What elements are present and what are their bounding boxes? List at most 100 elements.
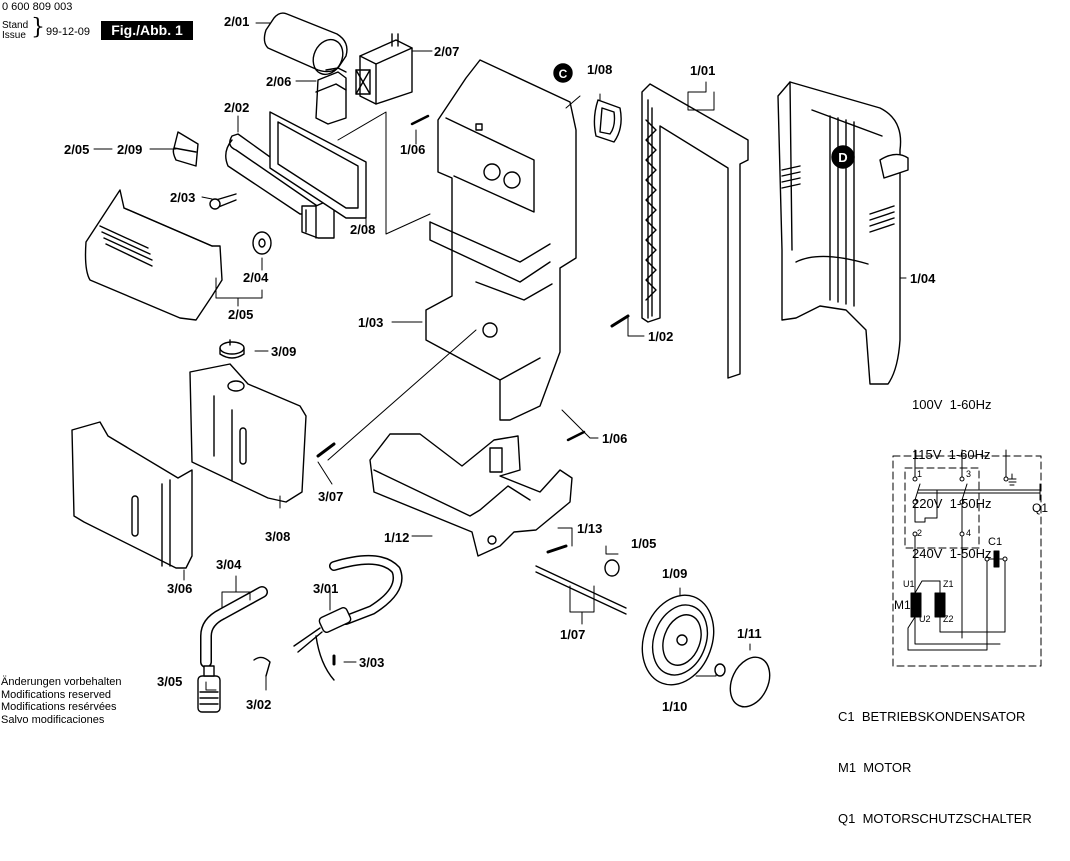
- exploded-parts-diagram: 0 600 809 003 Stand Issue } 99-12-09 Fig…: [1, 1, 1049, 826]
- gasket-part-2-08: [269, 111, 367, 219]
- u1-label: U1: [903, 579, 915, 589]
- leader-lines: [93, 22, 907, 691]
- voltage-table: 100V 1-60Hz 115V 1-60Hz 220V 1-50Hz 240V…: [912, 364, 992, 595]
- screw-part-1-06a: [410, 114, 430, 126]
- voltage-row: 220V 1-50Hz: [912, 496, 992, 511]
- voltage-row: 100V 1-60Hz: [912, 397, 992, 412]
- clip-part-2-09: [172, 131, 199, 167]
- part-label-1-11: 1/11: [737, 626, 762, 641]
- issue-date: 99-12-09: [46, 26, 91, 38]
- cover-part-2-05: [84, 189, 223, 321]
- part-label-2-08: 2/08: [350, 222, 376, 237]
- part-label-1-05: 1/05: [631, 536, 657, 551]
- marker-c-label: C: [559, 67, 568, 81]
- part-label-3-05: 3/05: [157, 674, 183, 689]
- cap-part-3-09: [219, 339, 245, 359]
- button-part-2-06: [315, 67, 347, 125]
- pin-part-1-13: [546, 544, 568, 554]
- part-label-1-13: 1/13: [577, 521, 603, 536]
- tank-part-3-08: [189, 363, 307, 503]
- part-label-2-07: 2/07: [434, 44, 460, 59]
- nut-part-1-05: [604, 559, 620, 577]
- part-label-3-02: 3/02: [246, 697, 272, 712]
- washer-part-1-10: [714, 663, 726, 677]
- wiring-schematic: [892, 449, 1042, 667]
- z2-label: Z2: [943, 614, 954, 624]
- part-label-1-02: 1/02: [648, 329, 674, 344]
- switch-dashed-box: [904, 467, 980, 549]
- terminal-1-label: 1: [917, 469, 923, 479]
- part-label-1-10: 1/10: [662, 699, 688, 714]
- part-label-1-09: 1/09: [662, 566, 688, 581]
- marker-d-label: D: [838, 150, 847, 165]
- pin-part-1-02: [610, 314, 630, 328]
- q1-label: Q1: [1032, 501, 1049, 515]
- axle-part-1-07: [535, 565, 627, 615]
- filter-part-3-05: [197, 665, 221, 713]
- c1-label: C1: [988, 536, 1003, 548]
- m1-label: M1: [894, 598, 911, 612]
- part-label-3-06: 3/06: [167, 581, 193, 596]
- part-label-1-07: 1/07: [560, 627, 586, 642]
- part-label-3-07: 3/07: [318, 489, 344, 504]
- note-line: Modifications reserved: [1, 688, 112, 701]
- hose-fill: [201, 587, 267, 667]
- part-label-2-02: 2/02: [224, 100, 250, 115]
- figure-badge: Fig./Abb. 1: [101, 21, 193, 40]
- part-label-2-05-bottom: 2/05: [228, 307, 254, 322]
- part-label-2-05-top: 2/05: [64, 142, 90, 157]
- legend-row: Q1 MOTORSCHUTZSCHALTER: [838, 811, 1032, 826]
- part-label-1-06-top: 1/06: [400, 142, 426, 157]
- note-line: Änderungen vorbehalten: [1, 676, 122, 688]
- part-label-3-04: 3/04: [216, 557, 242, 572]
- z1-label: Z1: [943, 579, 954, 589]
- plug-part-1-08: [593, 99, 622, 143]
- u2-label: U2: [919, 614, 931, 624]
- part-label-1-12: 1/12: [384, 530, 410, 545]
- legend-row: M1 MOTOR: [838, 760, 912, 775]
- part-label-1-04: 1/04: [910, 271, 936, 286]
- component-legend: C1 BETRIEBSKONDENSATOR M1 MOTOR Q1 MOTOR…: [838, 674, 1032, 861]
- part-label-3-08: 3/08: [265, 529, 291, 544]
- voltage-row: 240V 1-50Hz: [912, 545, 992, 561]
- base-part-1-12: [369, 433, 573, 557]
- terminal-2-label: 2: [917, 528, 923, 538]
- part-label-1-01: 1/01: [690, 63, 716, 78]
- marker-d: D: [831, 145, 855, 169]
- part-label-1-06-bottom: 1/06: [602, 431, 628, 446]
- hubcap-part-1-11: [729, 656, 771, 708]
- legend-row: C1 BETRIEBSKONDENSATOR: [838, 709, 1026, 724]
- cover-part-3-06: [71, 421, 193, 569]
- voltage-row: 115V 1-60Hz: [912, 446, 991, 462]
- part-label-3-03: 3/03: [359, 655, 385, 670]
- screw-part-2-03: [209, 193, 237, 210]
- outer-dashed-box: [892, 455, 1042, 667]
- part-label-1-08: 1/08: [587, 62, 613, 77]
- note-line: Modifications resérvées: [1, 701, 117, 713]
- document-number: 0 600 809 003: [2, 1, 73, 13]
- part-label-3-01: 3/01: [313, 581, 339, 596]
- stand-label: Stand: [2, 20, 29, 31]
- part-label-1-03: 1/03: [358, 315, 384, 330]
- screw-part-1-06b: [566, 430, 586, 442]
- part-label-2-04: 2/04: [243, 270, 269, 285]
- screw-part-3-07: [316, 442, 336, 458]
- handle-frame-part-1-01: [641, 83, 749, 379]
- grommet-part-2-04: [252, 231, 272, 255]
- part-label-2-06: 2/06: [266, 74, 292, 89]
- part-label-2-03: 2/03: [170, 190, 196, 205]
- bracket-part-3-02: [253, 656, 271, 677]
- part-label-2-09: 2/09: [117, 142, 143, 157]
- stand-issue-label: Stand Issue: [2, 21, 28, 41]
- part-label-3-09: 3/09: [271, 344, 297, 359]
- modification-notes: Änderungen vorbehalten Modifications res…: [1, 676, 121, 726]
- parts-drawing: C D: [71, 12, 1042, 713]
- housing-shell-part-1-04: [777, 81, 909, 385]
- capacitor-part-2-01: [263, 12, 348, 76]
- switch-part-2-07: [355, 33, 413, 105]
- issue-label: Issue: [2, 30, 26, 41]
- pressure-switch-part-3-01: [293, 554, 403, 681]
- brace-glyph: }: [31, 15, 45, 40]
- main-body-part-1-03: [425, 59, 577, 421]
- note-line: Salvo modificaciones: [1, 713, 105, 726]
